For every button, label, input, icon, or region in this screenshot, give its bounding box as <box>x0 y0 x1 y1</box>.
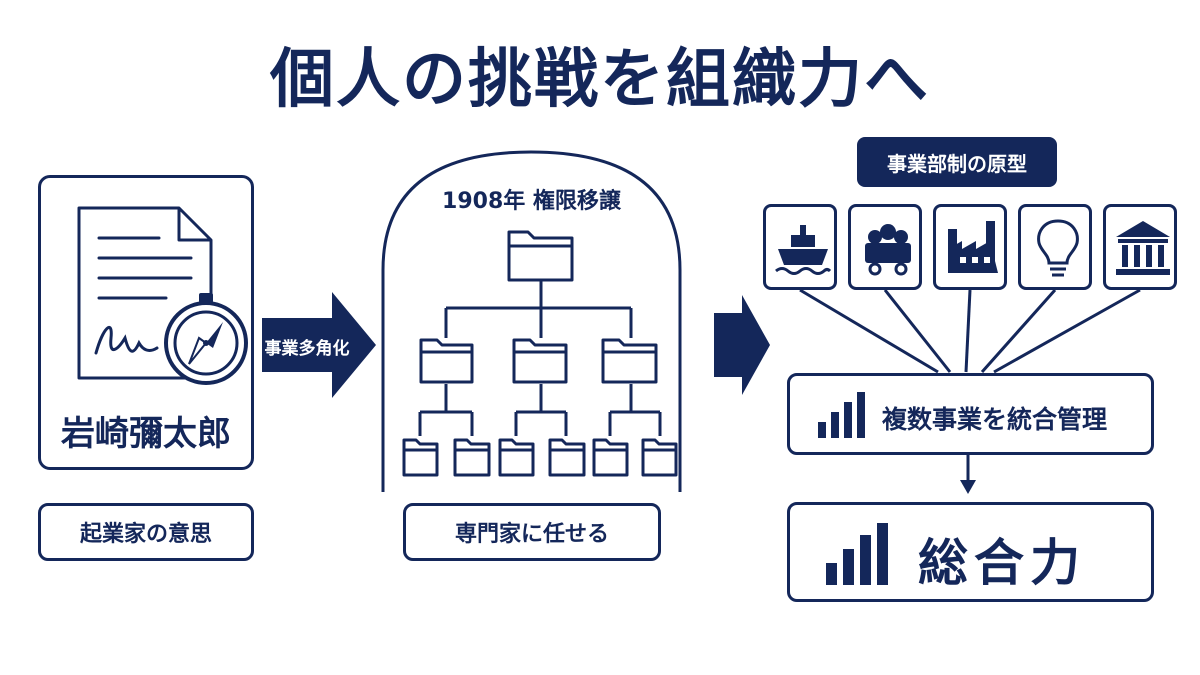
signature-icon <box>94 325 159 355</box>
energy-box <box>1018 204 1092 290</box>
bank-icon <box>1116 221 1170 275</box>
folder-icon <box>512 338 568 384</box>
mine-cart-icon <box>865 224 911 276</box>
integrated-management-box: 複数事業を統合管理 <box>787 373 1154 455</box>
org-tree-lines <box>418 278 662 436</box>
integrated-management-label: 複数事業を統合管理 <box>882 405 1108 434</box>
lightbulb-icon <box>1037 219 1079 277</box>
ship-icon <box>775 225 832 275</box>
shipping-box <box>763 204 837 290</box>
diversification-label: 事業多角化 <box>264 339 350 359</box>
folder-icon <box>419 338 474 384</box>
folder-icon <box>592 438 629 477</box>
total-strength-box: 総合力 <box>787 502 1154 602</box>
founder-name: 岩崎彌太郎 <box>61 414 231 454</box>
delegation-heading: 1908年 権限移譲 <box>442 189 621 214</box>
entrepreneur-will-label: 起業家の意思 <box>38 503 254 561</box>
factory-icon <box>948 221 998 273</box>
founder-card: 岩崎彌太郎 <box>38 175 254 470</box>
delegate-experts-label: 専門家に任せる <box>403 503 661 561</box>
folder-icon <box>641 438 678 477</box>
arch-outline <box>381 150 682 492</box>
folder-icon <box>453 438 491 477</box>
folder-icon <box>402 438 439 477</box>
down-arrowhead <box>960 480 976 494</box>
fan-lines <box>799 288 1141 374</box>
page-title: 個人の挑戦を組織力へ <box>270 43 930 117</box>
bar-chart-icon <box>826 523 888 585</box>
document-compass-illustration <box>77 206 248 385</box>
total-strength-label: 総合力 <box>918 534 1086 592</box>
folder-icon <box>507 230 574 282</box>
bar-chart-icon <box>818 392 865 438</box>
mining-box <box>848 204 922 290</box>
division-prototype-header: 事業部制の原型 <box>857 137 1057 187</box>
folder-icon <box>548 438 586 477</box>
folder-icon <box>601 338 658 384</box>
flow-arrow <box>714 295 770 395</box>
diversification-arrow <box>262 292 376 398</box>
folder-icon <box>498 438 535 477</box>
finance-box <box>1103 204 1177 290</box>
folder-icons <box>402 230 678 477</box>
manufacturing-box <box>933 204 1007 290</box>
compass-icon <box>164 293 248 385</box>
